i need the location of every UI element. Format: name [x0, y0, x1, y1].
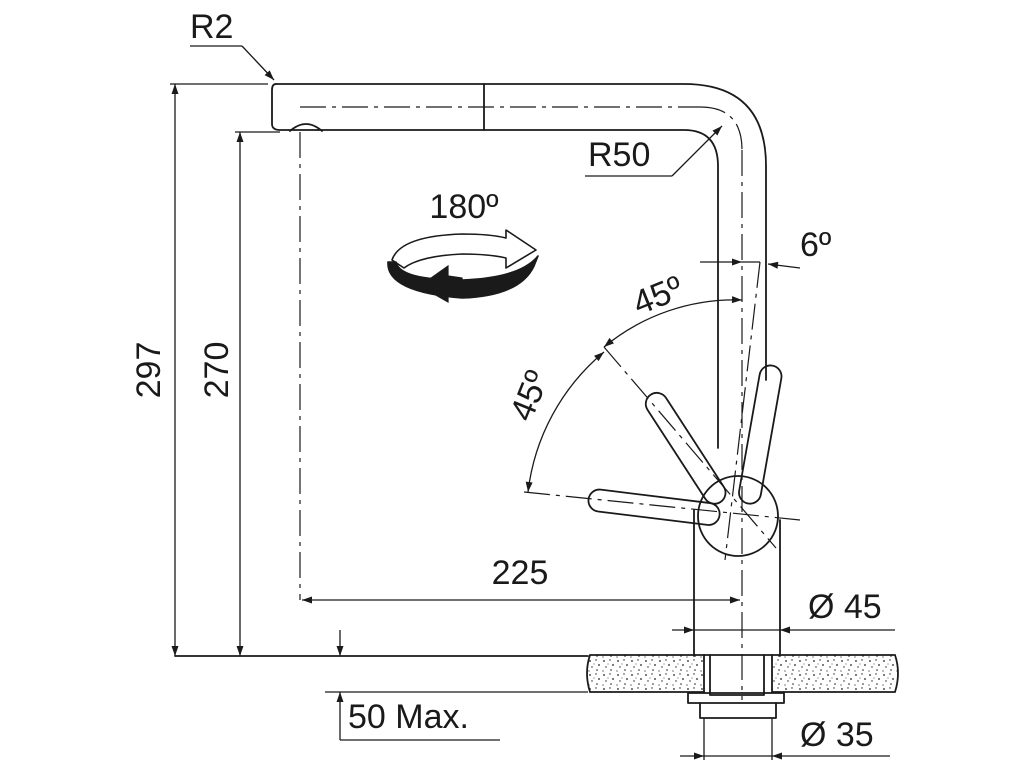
dim-r50-label: R50: [588, 136, 650, 174]
dim-297-label: 297: [130, 342, 168, 399]
spout-tip: [271, 83, 319, 131]
countertop: [174, 654, 899, 693]
dim-50-max: 50 Max.: [325, 630, 588, 741]
handle-levers: [587, 364, 783, 526]
dim-angle-45-upper: 45º: [603, 269, 743, 348]
dim-angle-45-lower: 45º: [503, 351, 605, 493]
centerlines: [299, 106, 801, 700]
dim-r2: R2: [190, 8, 275, 81]
dim-50-max-label: 50 Max.: [348, 698, 469, 736]
dim-dia-45: Ø 45: [672, 588, 895, 634]
dim-297: 297: [130, 83, 268, 656]
dim-225-label: 225: [492, 554, 549, 592]
column-lower: [693, 509, 781, 657]
dim-dia-45-label: Ø 45: [808, 588, 882, 626]
rotation-180-label: 180º: [429, 188, 498, 226]
dim-angle-45-lower-label: 45º: [503, 365, 557, 426]
dim-r50: R50: [585, 125, 723, 177]
countertop-right-slab: [771, 654, 899, 693]
dim-dia-35-label: Ø 35: [800, 716, 874, 754]
dim-angle-6: 6º: [700, 226, 831, 269]
dim-angle-45-upper-label: 45º: [627, 269, 688, 323]
lever-horizontal: [587, 488, 721, 526]
dim-r2-label: R2: [190, 8, 233, 46]
dim-270-label: 270: [198, 342, 236, 399]
lever-vertical: [738, 364, 783, 505]
dim-225: 225: [302, 554, 740, 604]
lever-45: [644, 391, 727, 505]
dim-270: 270: [198, 131, 280, 656]
handle-hub: [697, 475, 779, 557]
spray-head: [289, 123, 323, 132]
spout-outer-contour: [275, 83, 767, 381]
dim-dia-35: Ø 35: [680, 716, 890, 760]
countertop-left-slab: [586, 654, 705, 693]
rotation-arrow-icon: [387, 229, 539, 304]
dim-angle-6-label: 6º: [800, 226, 831, 264]
rotation-180-symbol: 180º: [387, 188, 539, 304]
